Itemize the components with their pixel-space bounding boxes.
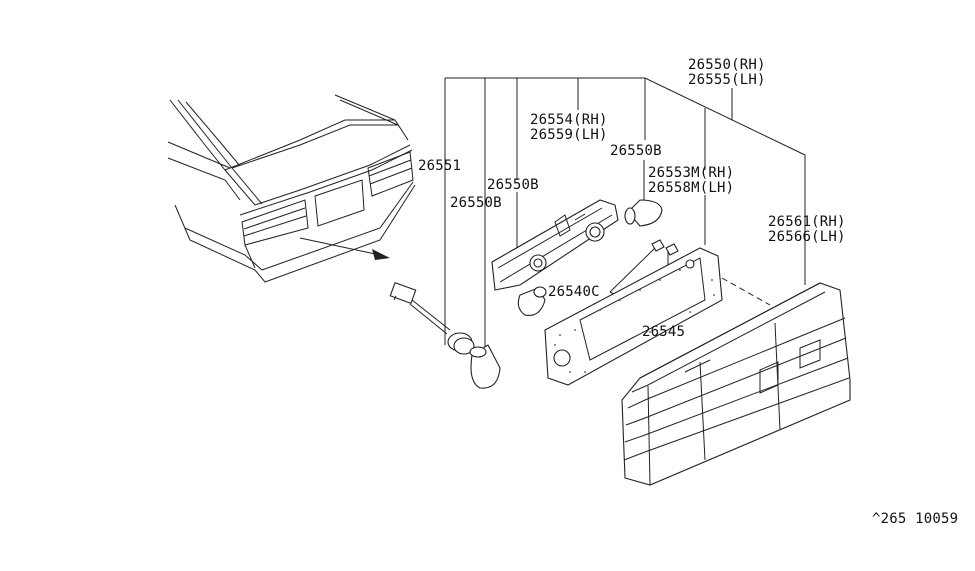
label-26559-lh: 26559(LH) — [530, 127, 608, 143]
label-26551: 26551 — [418, 158, 462, 174]
bulb-26550b-low — [469, 344, 501, 389]
bulb-26550b-mid — [517, 286, 547, 316]
label-26566-lh: 26566(LH) — [768, 229, 846, 245]
label-26545: 26545 — [642, 324, 686, 340]
diagram-reference-code: ^265 10059 — [872, 511, 959, 527]
gasket-26553m — [544, 247, 771, 386]
label-26555-lh: 26555(LH) — [688, 72, 766, 88]
nuts-26545 — [651, 239, 679, 256]
label-26554-rh: 26554(RH) — [530, 112, 608, 128]
label-26561-rh: 26561(RH) — [768, 214, 846, 230]
label-26553m-rh: 26553M(RH) — [648, 165, 735, 181]
lens-26561 — [621, 282, 851, 486]
socket-harness — [389, 281, 475, 355]
label-26558m-lh: 26558M(LH) — [648, 180, 735, 196]
label-26540c: 26540C — [548, 284, 600, 300]
label-26550b-low: 26550B — [450, 195, 502, 211]
lamp-housing-26554 — [491, 199, 619, 291]
label-26550b-top: 26550B — [610, 143, 662, 159]
bulb-26550b-top — [624, 199, 663, 227]
car-rear-illustration — [167, 94, 416, 283]
label-26550-rh: 26550(RH) — [688, 57, 766, 73]
label-26550b-mid: 26550B — [487, 177, 539, 193]
direction-arrow — [299, 237, 390, 260]
